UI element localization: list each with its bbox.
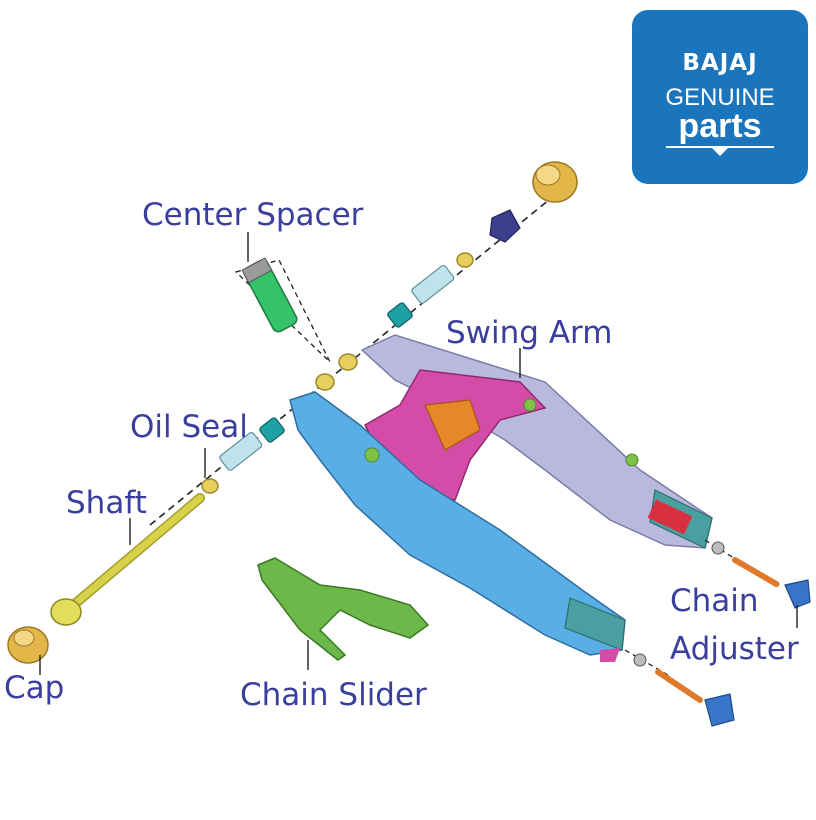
chain-adjuster-upper (704, 539, 811, 609)
bottom-cap-icon (7, 626, 49, 664)
brand-line-parts: parts (678, 107, 762, 145)
oil-seal-right-icon (411, 264, 455, 304)
label-cap: Cap (4, 670, 65, 706)
washer-4-icon (456, 252, 474, 268)
center-spacer-icon (241, 257, 298, 333)
label-swing-arm: Swing Arm (446, 315, 613, 351)
washer-3-icon (201, 478, 219, 494)
bajaj-genuine-parts-logo: BAJAJ GENUINE parts (632, 10, 808, 184)
shaft-icon (50, 493, 205, 626)
chain-slider-icon (257, 557, 430, 661)
chain-adjuster-lower (624, 649, 735, 727)
pivot-nut-icon (489, 209, 521, 243)
swing-arm-left-tab (600, 648, 620, 662)
label-adjuster: Adjuster (670, 631, 799, 667)
label-shaft: Shaft (66, 485, 147, 521)
label-chain-slider: Chain Slider (240, 677, 427, 713)
washer-1-icon (315, 373, 335, 391)
label-chain: Chain (670, 583, 759, 619)
swing-arm-left-end (564, 597, 626, 651)
bearing-right-icon (387, 302, 413, 328)
oil-seal-left-icon (219, 431, 263, 471)
arm-knob-2-icon (625, 453, 639, 467)
brand-name: BAJAJ (682, 50, 758, 76)
bearing-left-icon (259, 417, 285, 443)
arm-knob-1-icon (523, 398, 537, 412)
label-center-spacer: Center Spacer (142, 197, 364, 233)
arm-knob-3-icon (364, 447, 380, 463)
swing-arm-orange-bracket (424, 399, 481, 451)
brand-underline-arrow-icon (712, 148, 728, 156)
brand-line-genuine: GENUINE (665, 84, 775, 111)
top-cap-icon (532, 161, 578, 203)
label-oil-seal: Oil Seal (130, 409, 248, 445)
brand-underline (666, 146, 774, 148)
washer-2-icon (338, 353, 358, 371)
shaft-axis-line (149, 194, 556, 526)
swing-arm-right-red-block (647, 499, 693, 535)
